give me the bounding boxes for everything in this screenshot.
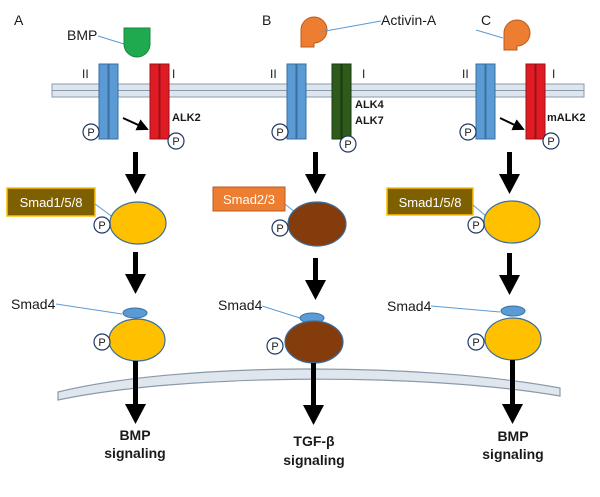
smad158-ellipse	[484, 317, 542, 361]
receptor-ii-label: II	[462, 67, 469, 81]
receptor-alk4-alk7	[331, 63, 342, 140]
smad-box-label: Smad2/3	[223, 192, 275, 207]
svg-text:P: P	[276, 127, 283, 139]
panel-letter: A	[14, 12, 24, 28]
nuclear-membrane	[57, 368, 561, 401]
smad158-ellipse	[483, 200, 541, 244]
output-label: BMP	[497, 428, 528, 444]
down-arrow	[499, 253, 520, 295]
output-label: TGF-β	[293, 433, 335, 449]
smad-box	[386, 187, 474, 216]
phospho-icon: P	[93, 216, 111, 234]
receptor-alk2	[149, 63, 160, 140]
down-arrow	[125, 361, 146, 424]
phospho-icon: P	[467, 333, 485, 351]
svg-text:P: P	[98, 220, 105, 232]
receptor-i-label: I	[552, 67, 555, 81]
smad4-label: Smad4	[387, 298, 432, 314]
down-arrow	[125, 252, 146, 294]
svg-text:P: P	[172, 136, 179, 148]
output-label: signaling	[283, 452, 344, 468]
smad4-label: Smad4	[11, 296, 56, 312]
receptor-i-name: ALK7	[355, 115, 384, 127]
smad-box	[6, 187, 96, 217]
smad4-label: Smad4	[218, 297, 263, 313]
svg-text:P: P	[472, 220, 479, 232]
cell-membrane	[51, 83, 585, 98]
phosphorylation-arrow	[122, 117, 149, 131]
phospho-icon: P	[271, 123, 289, 141]
phospho-icon: P	[82, 123, 100, 141]
svg-text:P: P	[464, 127, 471, 139]
phosphorylation-arrow	[499, 117, 525, 131]
down-arrow	[305, 258, 326, 300]
receptor-i-name: ALK2	[172, 112, 201, 124]
panel-b: B Activin-A II I ALK4 ALK7 P P Smad2/3 P	[212, 12, 437, 468]
ligand-label: BMP	[67, 27, 97, 43]
receptor-ii-label: II	[270, 67, 277, 81]
receptor-i-name: ALK4	[355, 99, 385, 111]
panel-a: A BMP II I ALK2 P P Smad1/5/8 P	[6, 12, 201, 461]
output-label: signaling	[482, 446, 543, 462]
smad23-ellipse	[284, 320, 344, 364]
svg-text:P: P	[276, 223, 283, 235]
receptor-i-label: I	[362, 67, 365, 81]
receptor-i-label: I	[172, 67, 175, 81]
smad23-ellipse	[287, 201, 347, 247]
activin-ligand	[503, 19, 531, 51]
panel-c: C II I mALK2 P P Smad1/5/8 P	[386, 12, 586, 462]
phospho-icon: P	[93, 333, 111, 351]
panel-letter: C	[481, 12, 491, 28]
down-arrow	[502, 360, 523, 424]
receptor-ii	[98, 63, 109, 140]
smad4-ellipse	[500, 305, 526, 317]
smad158-ellipse	[109, 201, 167, 245]
svg-text:P: P	[547, 136, 554, 148]
smad-box	[212, 186, 286, 212]
smad158-ellipse	[108, 318, 166, 362]
phospho-icon: P	[459, 123, 477, 141]
svg-text:P: P	[87, 127, 94, 139]
output-label: BMP	[119, 427, 150, 443]
ligand-label: Activin-A	[381, 12, 437, 28]
phospho-icon: P	[266, 337, 284, 355]
panel-letter: B	[262, 12, 271, 28]
receptor-i-name: mALK2	[547, 112, 586, 124]
phospho-icon: P	[167, 132, 185, 150]
phospho-icon: P	[271, 219, 289, 237]
smad-box-label: Smad1/5/8	[20, 195, 83, 210]
phospho-icon: P	[339, 135, 357, 153]
receptor-ii	[475, 63, 486, 140]
output-label: signaling	[104, 445, 165, 461]
down-arrow	[125, 152, 146, 194]
receptor-ii	[286, 63, 297, 140]
phospho-icon: P	[467, 216, 485, 234]
smad4-ellipse	[122, 307, 148, 319]
activin-ligand	[300, 16, 328, 48]
receptor-ii-label: II	[82, 67, 89, 81]
svg-text:P: P	[271, 341, 278, 353]
down-arrow	[303, 363, 324, 425]
smad-box-label: Smad1/5/8	[399, 195, 462, 210]
down-arrow	[305, 152, 326, 194]
phospho-icon: P	[542, 132, 560, 150]
svg-text:P: P	[344, 139, 351, 151]
bmp-ligand	[123, 27, 151, 58]
down-arrow	[499, 152, 520, 194]
svg-text:P: P	[472, 337, 479, 349]
receptor-malk2	[525, 63, 536, 140]
svg-text:P: P	[98, 337, 105, 349]
